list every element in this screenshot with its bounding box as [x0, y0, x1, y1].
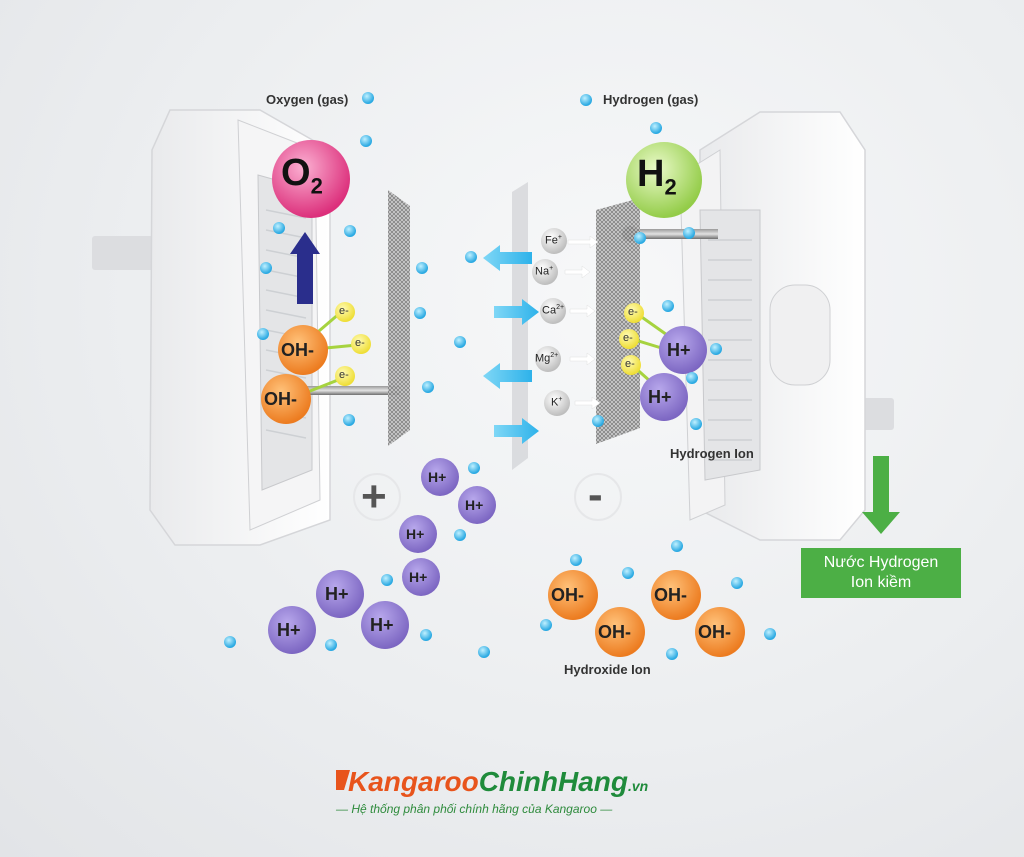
ion-text: OH-: [281, 340, 314, 360]
ion-text: H+: [409, 569, 428, 585]
hydroxide-ion: [595, 607, 645, 657]
mineral-ion: [532, 259, 558, 285]
mineral-arrow: [567, 235, 599, 249]
mineral-label: Ca2+: [542, 304, 565, 317]
hydrogen-formula: H2: [637, 153, 677, 201]
minus-sign: -: [588, 470, 603, 519]
oxygen-symbol: O: [281, 152, 311, 194]
positive-electrode-marker: [353, 473, 401, 521]
ion-text: OH-: [551, 585, 584, 605]
ion-flow-arrow-left: [483, 245, 532, 271]
mineral-label: Mg2+: [535, 352, 559, 365]
plus-sign: +: [361, 472, 387, 521]
mineral-arrow: [569, 304, 596, 318]
hydroxide-ion: [261, 374, 311, 424]
right-electrolysis-housing: [679, 111, 894, 541]
ion-text: H+: [277, 620, 301, 640]
brand-tagline: — Hệ thống phân phối chính hãng của Kang…: [336, 802, 613, 816]
mineral-ion: [544, 390, 570, 416]
hydrogen-ion: [421, 458, 459, 496]
hydrogen-subscript: 2: [664, 174, 677, 200]
hydroxide-ion: [548, 570, 598, 620]
ion-flow-arrow-right: [494, 418, 539, 444]
mineral-ion: [535, 346, 561, 372]
mineral-arrow: [574, 396, 601, 410]
hydrogen-ion: [268, 606, 316, 654]
ion-text: OH-: [598, 622, 631, 642]
output-down-arrow: [862, 456, 900, 534]
left-electrode-rod: [300, 386, 400, 395]
brand-domain: .vn: [628, 778, 649, 794]
electron-text: e-: [339, 369, 349, 381]
hydrogen-ion: [640, 373, 688, 421]
mineral-label: Na+: [535, 265, 554, 278]
right-electrode-rod: [628, 229, 718, 239]
ion-text: OH-: [698, 622, 731, 642]
ion-text: H+: [465, 497, 484, 513]
ion-text: H+: [667, 340, 691, 360]
right-mesh-electrode: [596, 198, 640, 444]
left-mesh-electrode: [388, 190, 410, 446]
mineral-label: K+: [551, 396, 563, 409]
mineral-arrow: [564, 265, 591, 279]
negative-electrode-marker: [574, 473, 622, 521]
hydrogen-gas-label: Hydrogen (gas): [603, 92, 699, 107]
electron-text: e-: [625, 358, 635, 370]
ion-text: H+: [370, 615, 394, 635]
oxygen-up-arrow: [290, 232, 320, 304]
ion-text: H+: [325, 584, 349, 604]
ion-text: OH-: [654, 585, 687, 605]
hydroxide-ion: [651, 570, 701, 620]
alkaline-hydrogen-water-label: Nước Hydrogen Ion kiềm: [801, 548, 961, 598]
electron: [335, 366, 355, 386]
oxygen-molecule: [272, 140, 350, 218]
ion-text: OH-: [264, 389, 297, 409]
hydrogen-ion: [361, 601, 409, 649]
oxygen-formula: O2: [281, 152, 323, 200]
brand-kangaroo: Kangaroo: [348, 766, 479, 797]
hydrogen-molecule: [626, 142, 702, 218]
hydroxide-ion-label: Hydroxide Ion: [564, 662, 651, 677]
hydrogen-ion: [316, 570, 364, 618]
mineral-ion: [541, 228, 567, 254]
output-line-2: Ion kiềm: [850, 574, 912, 591]
oxygen-gas-label: Oxygen (gas): [266, 92, 349, 107]
mineral-label: Fe+: [545, 234, 562, 247]
electron-text: e-: [355, 337, 365, 349]
electron: [351, 334, 371, 354]
oxygen-subscript: 2: [310, 173, 323, 199]
hydroxide-ion: [695, 607, 745, 657]
hydrogen-symbol: H: [637, 153, 665, 195]
electron-text: e-: [628, 306, 638, 318]
brand-logo: KangarooChinhHang.vn: [334, 766, 648, 798]
hydrogen-ion: [399, 515, 437, 553]
electron: [624, 303, 644, 323]
output-line-1: Nước Hydrogen: [823, 554, 939, 571]
brand-chinhhang: ChinhHang: [478, 766, 628, 797]
electron-text: e-: [339, 305, 349, 317]
mineral-ion: [540, 298, 566, 324]
hydrogen-ion: [659, 326, 707, 374]
electron: [335, 302, 355, 322]
ion-flow-arrow-right: [494, 299, 539, 325]
water-droplets: [224, 92, 776, 660]
hydroxide-ion: [278, 325, 328, 375]
ion-text: H+: [428, 469, 447, 485]
hydrogen-ion: [402, 558, 440, 596]
ion-flow-arrow-left: [483, 363, 532, 389]
ion-text: H+: [648, 387, 672, 407]
electron: [619, 329, 639, 349]
ion-text: H+: [406, 526, 425, 542]
mineral-arrow: [569, 352, 596, 366]
kangaroo-logo-mark: [336, 770, 350, 790]
hydrogen-ion: [458, 486, 496, 524]
electron-text: e-: [623, 332, 633, 344]
hydrogen-ion-label: Hydrogen Ion: [670, 446, 754, 461]
electron: [621, 355, 641, 375]
